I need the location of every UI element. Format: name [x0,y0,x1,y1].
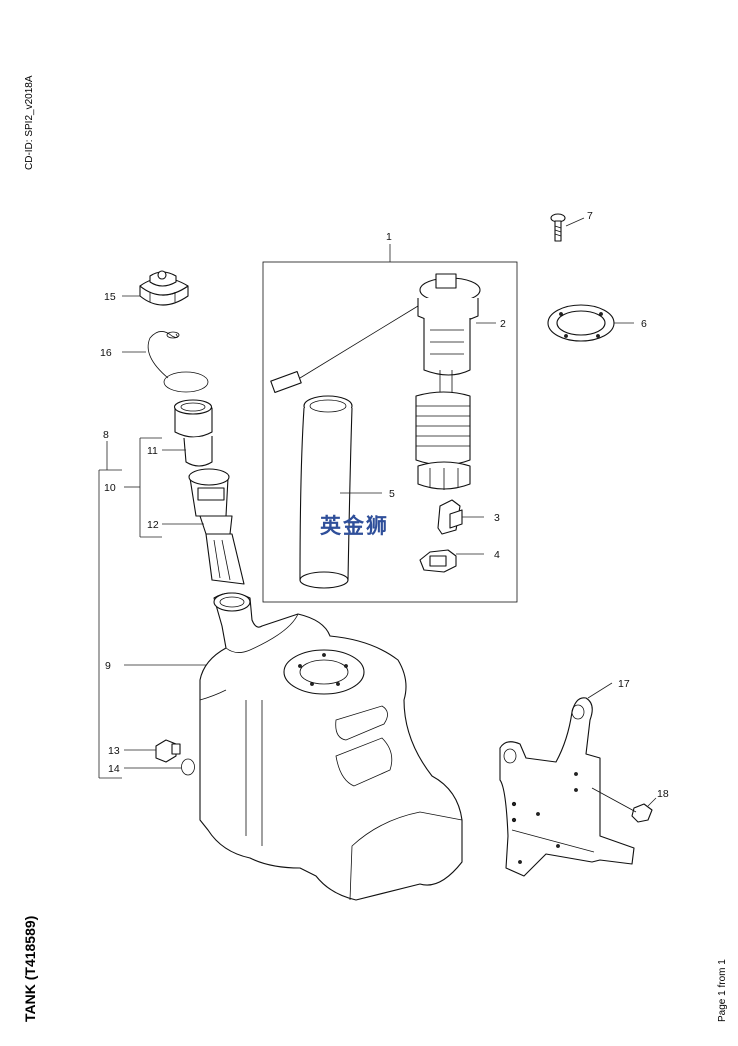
callout-9: 9 [105,660,111,672]
bolt-18-part [591,787,653,823]
filler-hose-part [188,468,245,585]
o-ring-part [181,758,195,776]
callout-6: 6 [641,318,647,330]
coupling-sleeve-part [173,399,213,467]
callout-17: 17 [618,678,630,690]
group-bracket-10 [124,437,162,538]
callout-4: 4 [494,549,500,561]
pump-hose-part [299,395,353,589]
mounting-bracket-part [499,697,635,877]
callout-10: 10 [104,482,116,494]
watermark-text: 英金狮 [320,514,389,538]
callout-16: 16 [100,347,112,359]
callout-8: 8 [103,429,109,441]
callout-2: 2 [500,318,506,330]
filler-cap-part [139,270,189,306]
callout-18: 18 [657,788,669,800]
drain-plug-part [155,739,181,763]
callout-1: 1 [386,231,392,243]
callout-11: 11 [147,445,158,457]
callout-14: 14 [108,763,120,775]
fuel-tank-part [199,592,463,901]
callout-13: 13 [108,745,120,757]
callout-15: 15 [104,291,116,303]
callout-7: 7 [587,210,593,222]
callout-5: 5 [389,488,395,500]
cap-tether-part [147,331,209,393]
callout-12: 12 [147,519,159,531]
group-bracket-8 [98,441,122,779]
retaining-clip-part [437,499,463,535]
fuel-pump-unit-part [270,273,481,490]
callout-3: 3 [494,512,500,524]
pump-bracket-part [419,549,457,573]
locking-ring-part [547,304,615,342]
screw-7-part [550,213,566,242]
